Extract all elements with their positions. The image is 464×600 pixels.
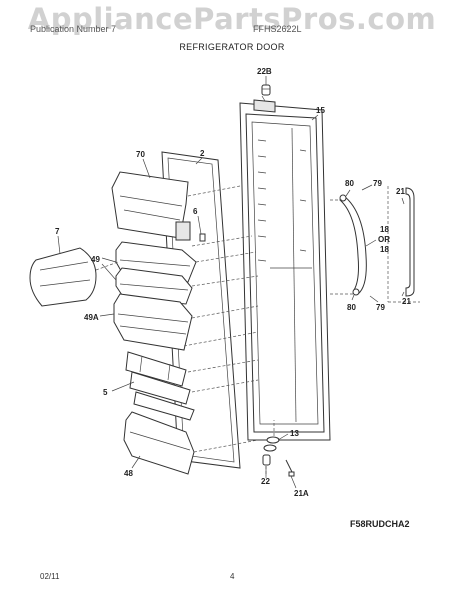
callout-49a: 49A: [84, 313, 99, 322]
callout-or: OR: [378, 235, 390, 244]
footer-page-number: 4: [230, 572, 235, 581]
callout-21-top: 21: [396, 187, 405, 196]
part-18-handle-left[interactable]: [339, 194, 367, 296]
callout-6: 6: [193, 207, 198, 216]
part-2-gasket[interactable]: [161, 151, 241, 469]
part-15-door[interactable]: [239, 95, 331, 441]
watermark: AppliancePartsPros.com: [27, 2, 437, 36]
callout-80-top: 80: [345, 179, 354, 188]
part-21a-screw[interactable]: [285, 459, 295, 477]
assembly-guide-lines: [95, 185, 420, 478]
callout-79-bottom: 79: [376, 303, 385, 312]
part-13-closer[interactable]: [263, 436, 280, 452]
callout-22: 22: [261, 477, 270, 486]
callout-13: 13: [290, 429, 299, 438]
page-title: REFRIGERATOR DOOR: [179, 42, 285, 52]
callout-21-bottom: 21: [402, 297, 411, 306]
callout-7: 7: [55, 227, 60, 236]
callout-79-top: 79: [373, 179, 382, 188]
callout-21a: 21A: [294, 489, 309, 498]
callout-49: 49: [91, 255, 100, 264]
callout-5: 5: [103, 388, 108, 397]
leader-lines: [57, 76, 405, 489]
part-49-door-bin-lower[interactable]: [115, 267, 193, 305]
model-number: FFHS2622L: [253, 24, 302, 34]
callout-15: 15: [316, 106, 325, 115]
callout-18-a: 18: [380, 225, 389, 234]
part-18-handle-right[interactable]: [405, 187, 415, 297]
footer-date: 02/11: [40, 572, 60, 581]
publication-number: Publication Number 7: [30, 24, 117, 34]
part-49a-door-bin[interactable]: [113, 293, 193, 351]
callout-80-bottom: 80: [347, 303, 356, 312]
callout-48: 48: [124, 469, 133, 478]
part-70-dairy-bin[interactable]: [111, 171, 191, 241]
callout-22b: 22B: [257, 67, 272, 76]
part-22b-cap[interactable]: [261, 84, 271, 96]
diagram-code: F58RUDCHA2: [350, 519, 410, 529]
callout-2: 2: [200, 149, 205, 158]
part-7-cover[interactable]: [29, 247, 97, 307]
part-6-screw[interactable]: [199, 233, 206, 242]
callout-70: 70: [136, 150, 145, 159]
callout-labels: 22B 15 70 2 6 7 49 49A 5 48 80 79 21 18 …: [55, 67, 411, 498]
part-5-supports[interactable]: [125, 351, 195, 421]
part-22-bushing[interactable]: [262, 454, 271, 466]
part-48-bottom-bin[interactable]: [123, 411, 195, 475]
callout-18-b: 18: [380, 245, 389, 254]
